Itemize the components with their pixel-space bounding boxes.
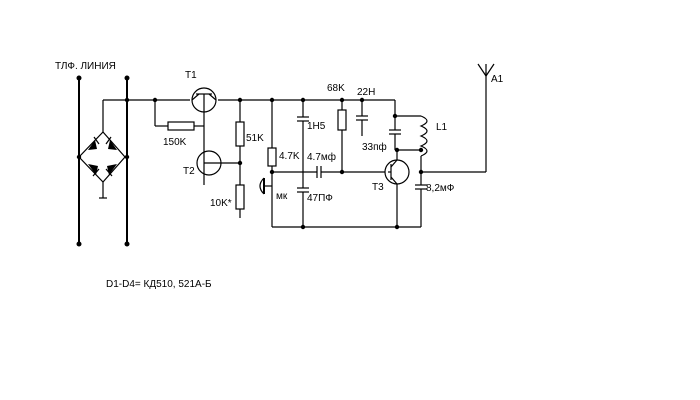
capacitor-4-7mf [272, 166, 388, 178]
diode-symbol [105, 136, 117, 150]
t3-label: T3 [372, 182, 384, 193]
inductor-l1 [392, 100, 428, 163]
capacitor-8-2mf [415, 163, 427, 200]
capacitor-22h [356, 100, 368, 136]
c-1h5-label: 1H5 [307, 121, 326, 132]
diode-symbol [105, 164, 117, 177]
diode-symbol [88, 164, 100, 177]
antenna-label: A1 [491, 74, 504, 85]
c-22h-label: 22H [357, 87, 375, 98]
microphone [259, 177, 272, 195]
r-10k-label: 10K* [210, 198, 232, 209]
c-33pf-label: 33пф [362, 141, 387, 153]
antenna-a1 [421, 63, 495, 173]
resistor-51k [235, 100, 245, 185]
diodes-note: D1-D4= КД510, 521А-Б [106, 279, 212, 290]
t2-label: T2 [183, 166, 195, 177]
resistor-150k [154, 100, 204, 131]
transistor-t2 [196, 128, 240, 185]
mic-label: мк [276, 191, 288, 202]
ground-bus [272, 200, 422, 230]
r-51k-label: 51K [246, 133, 264, 144]
r-150k-label: 150K [163, 137, 187, 148]
r-4k7-label: 4.7K [279, 151, 300, 162]
r-68k-label: 68K [327, 83, 345, 94]
capacitor-33pf [389, 129, 401, 150]
resistor-10k [235, 184, 245, 218]
diode-bridge [76, 97, 130, 199]
t1-label: T1 [185, 70, 197, 81]
transistor-t1 [191, 87, 217, 128]
phone-line-label: ТЛФ. ЛИНИЯ [55, 61, 116, 72]
capacitor-47pf [297, 187, 309, 227]
phone-line-terminals [76, 75, 130, 247]
l1-label: L1 [436, 122, 448, 133]
diode-symbol [88, 136, 100, 150]
c-4-7mf-label: 4.7мф [307, 151, 336, 163]
c-47pf-label: 47ПФ [307, 193, 333, 204]
c-8-2mf-label: 8,2мФ [426, 183, 455, 194]
capacitor-1h5 [297, 100, 309, 188]
resistor-68k [337, 100, 347, 175]
supply-rail [127, 97, 395, 103]
resistor-4k7 [267, 100, 277, 227]
transistor-t3 [384, 147, 424, 227]
